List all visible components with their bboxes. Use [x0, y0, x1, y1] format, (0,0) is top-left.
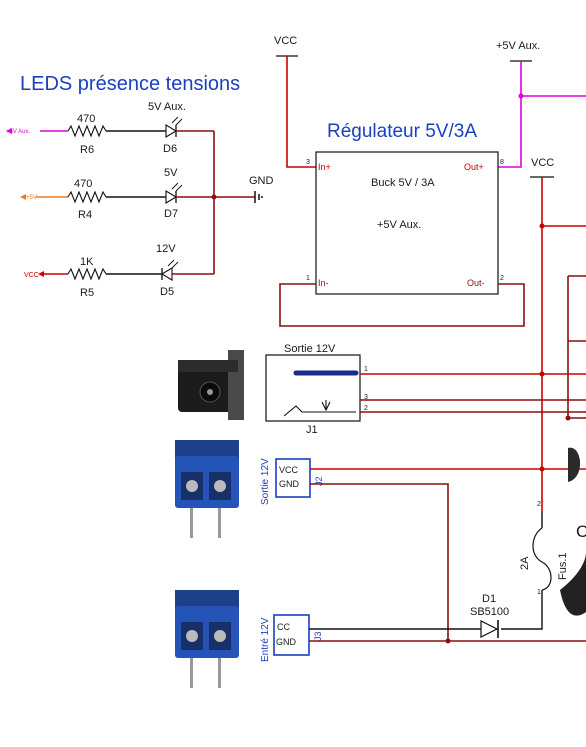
d1-name: D1 — [482, 593, 496, 605]
net-arrow-5v-aux — [6, 128, 12, 134]
r6-name: R6 — [80, 144, 94, 156]
fuse-name: Fus.1 — [557, 552, 569, 580]
net-label-vcc: VCC — [24, 272, 39, 279]
resistor-r5 — [67, 267, 107, 281]
svg-text:1: 1 — [537, 589, 541, 596]
net-arrow-5v — [20, 194, 26, 200]
terminal-block-photo-top — [175, 440, 239, 538]
svg-text:2: 2 — [500, 275, 504, 282]
j2-pin-vcc: VCC — [279, 465, 299, 475]
j1-name: J1 — [306, 424, 318, 436]
wire-vcc-to-reg — [286, 56, 316, 168]
regulator-block — [315, 151, 499, 295]
fuse-symbol — [532, 527, 552, 591]
net-arrow-vcc — [38, 271, 44, 277]
d1-part: SB5100 — [470, 606, 509, 618]
leds-section-title: LEDS présence tensions — [20, 73, 240, 95]
resistor-r4 — [67, 190, 107, 204]
aux-top-label: +5V Aux. — [496, 40, 540, 52]
j2-pin-gnd: GND — [279, 479, 300, 489]
svg-text:2: 2 — [364, 405, 368, 412]
r4-name: R4 — [78, 209, 92, 221]
vcc-top-label: VCC — [274, 35, 297, 47]
wire-aux-from-reg — [498, 61, 522, 168]
svg-text:2: 2 — [537, 501, 541, 508]
svg-text:1: 1 — [364, 366, 368, 373]
net-label-5v-aux: +5V Aux. — [6, 129, 31, 135]
d5-name: D5 — [160, 286, 174, 298]
resistor-r6 — [67, 124, 107, 138]
d6-name: D6 — [163, 143, 177, 155]
j3-ref: J3 — [313, 631, 323, 641]
svg-text:3: 3 — [364, 394, 368, 401]
d6-value: 5V Aux. — [148, 101, 186, 113]
j2-ref: J2 — [314, 476, 324, 486]
d7-value: 5V — [164, 167, 178, 179]
j1-title: Sortie 12V — [284, 343, 336, 355]
net-label-5v: +5V — [26, 195, 37, 201]
j3-vertical-label: Entré 12V — [260, 617, 271, 662]
j3-pin-gnd: GND — [276, 637, 297, 647]
reg-out-plus: Out+ — [464, 162, 484, 172]
j1-box — [265, 354, 361, 422]
led-row-d5: VCC 1K R5 12V D5 — [24, 243, 214, 299]
led-d6-symbol — [165, 124, 178, 138]
reg-out-minus: Out- — [467, 278, 485, 288]
wire-reg-gnd-loop — [279, 283, 525, 327]
cable-photo-top — [568, 447, 581, 482]
svg-text:1: 1 — [306, 275, 310, 282]
reg-in-plus: In+ — [318, 162, 331, 172]
regulator-section-title: Régulateur 5V/3A — [327, 121, 477, 142]
led-row-d7: +5V 470 R4 5V D7 — [20, 167, 255, 221]
fuse-value: 2A — [519, 556, 531, 570]
d7-name: D7 — [164, 208, 178, 220]
terminal-block-photo-bottom — [175, 590, 239, 688]
diode-d1-symbol — [480, 620, 499, 638]
svg-text:8: 8 — [500, 159, 504, 166]
dc-jack-photo — [178, 350, 244, 420]
led-d7-symbol — [165, 190, 178, 204]
junction-led-gnd — [211, 194, 217, 200]
vcc-right-label: VCC — [531, 157, 554, 169]
d5-value: 12V — [156, 243, 176, 255]
svg-text:3: 3 — [306, 159, 310, 166]
reg-type: Buck 5V / 3A — [371, 177, 435, 189]
cable-photo-bottom — [560, 552, 586, 616]
r5-value: 1K — [80, 256, 94, 268]
r4-value: 470 — [74, 178, 92, 190]
led-d5-symbol — [160, 267, 173, 281]
gnd-label: GND — [249, 175, 274, 187]
r6-value: 470 — [77, 113, 95, 125]
reg-in-minus: In- — [318, 278, 329, 288]
gnd-symbol — [254, 191, 263, 203]
j2-vertical-label: Sortie 12V — [260, 458, 271, 505]
j2-box — [275, 458, 311, 498]
reg-output: +5V Aux. — [377, 219, 421, 231]
j3-pin-cc: CC — [277, 622, 290, 632]
cut-off-label: C — [576, 522, 586, 541]
j3-box — [273, 614, 310, 656]
r5-name: R5 — [80, 287, 94, 299]
led-row-d6: +5V Aux. 470 R6 5V Aux. D6 — [6, 101, 214, 156]
